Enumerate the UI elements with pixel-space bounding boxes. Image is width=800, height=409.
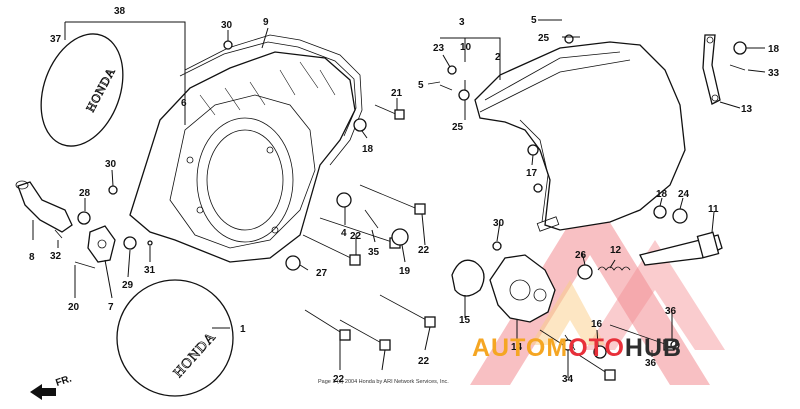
callout-labels: 38 37 30 9 6 21 18 30 28 8 32 20 7 29 31… — [29, 6, 780, 385]
callout-label: 30 — [221, 20, 233, 31]
callout-label: 10 — [460, 42, 472, 53]
callout-label: 38 — [114, 6, 126, 17]
callout-label: 25 — [452, 122, 464, 133]
gasket — [179, 34, 363, 166]
callout-label: 35 — [368, 247, 380, 258]
callout-label: 36 — [665, 306, 677, 317]
callout-label: 34 — [562, 374, 574, 385]
spring — [597, 266, 631, 271]
callout-label: 13 — [741, 104, 753, 115]
callout-label: 5 — [531, 15, 537, 26]
crankcase-cover — [129, 51, 356, 263]
o-ring — [451, 259, 485, 297]
callout-label: 27 — [316, 268, 328, 279]
callout-label: 7 — [108, 302, 114, 313]
callout-label: 3 — [459, 17, 465, 28]
footer-note: Page 1 (c) 2004 Honda by ARI Network Ser… — [318, 379, 449, 385]
emblem-cover-top: HONDA — [40, 33, 124, 147]
callout-label: 22 — [418, 245, 430, 256]
pump-body — [489, 254, 556, 323]
callout-label: 11 — [708, 204, 719, 215]
callout-label: 30 — [493, 218, 505, 229]
callout-label: 12 — [610, 245, 622, 256]
callout-label: 19 — [399, 266, 411, 277]
emblem-cover-bottom: HONDA — [116, 279, 234, 397]
callout-label: 16 — [591, 319, 603, 330]
hose-fitting — [15, 180, 73, 233]
callout-label: 36 — [645, 358, 657, 369]
callout-label: 20 — [68, 302, 80, 313]
callout-label: 15 — [459, 315, 471, 326]
callout-label: 18 — [656, 189, 668, 200]
shaft — [639, 231, 723, 266]
front-direction-arrow: FR. — [30, 373, 73, 400]
callout-label: 25 — [538, 33, 550, 44]
watermark-text-part: HUB — [625, 334, 682, 362]
watermark-text-part: AUTOM — [472, 334, 568, 362]
bracket — [702, 34, 721, 105]
svg-text:AUTOMOTOHUB: AUTOMOTOHUB — [472, 334, 682, 362]
callout-label: 1 — [240, 324, 246, 335]
callout-label: 14 — [511, 342, 523, 353]
callout-label: 32 — [50, 251, 62, 262]
callout-label: 22 — [418, 356, 430, 367]
leader-lines — [32, 19, 766, 378]
front-direction-label: FR. — [54, 373, 73, 389]
callout-label: 8 — [29, 252, 35, 263]
watermark-text-part: OTO — [568, 334, 625, 362]
callout-label: 31 — [144, 265, 156, 276]
callout-label: 9 — [263, 17, 269, 28]
callout-label: 18 — [768, 44, 780, 55]
callout-label: 33 — [768, 68, 780, 79]
small-bracket — [87, 225, 116, 263]
callout-label: 5 — [418, 80, 424, 91]
callout-label: 22 — [333, 374, 345, 385]
callout-label: 24 — [678, 189, 690, 200]
callout-label: 23 — [433, 43, 445, 54]
callout-label: 29 — [122, 280, 134, 291]
callout-label: 26 — [575, 250, 587, 261]
callout-label: 21 — [391, 88, 403, 99]
callout-label: 22 — [350, 231, 362, 242]
callout-label: 4 — [341, 228, 347, 239]
callout-label: 28 — [79, 188, 91, 199]
callout-label: 17 — [526, 168, 538, 179]
side-cover — [474, 41, 686, 232]
washers — [77, 34, 747, 359]
callout-label: 2 — [495, 52, 501, 63]
watermark-text: AUTOMOTOHUB — [472, 334, 682, 362]
watermark-logo — [470, 190, 725, 385]
callout-label: 6 — [181, 98, 187, 109]
callout-label: 37 — [50, 34, 62, 45]
callout-label: 30 — [105, 159, 117, 170]
callout-label: 18 — [362, 144, 374, 155]
